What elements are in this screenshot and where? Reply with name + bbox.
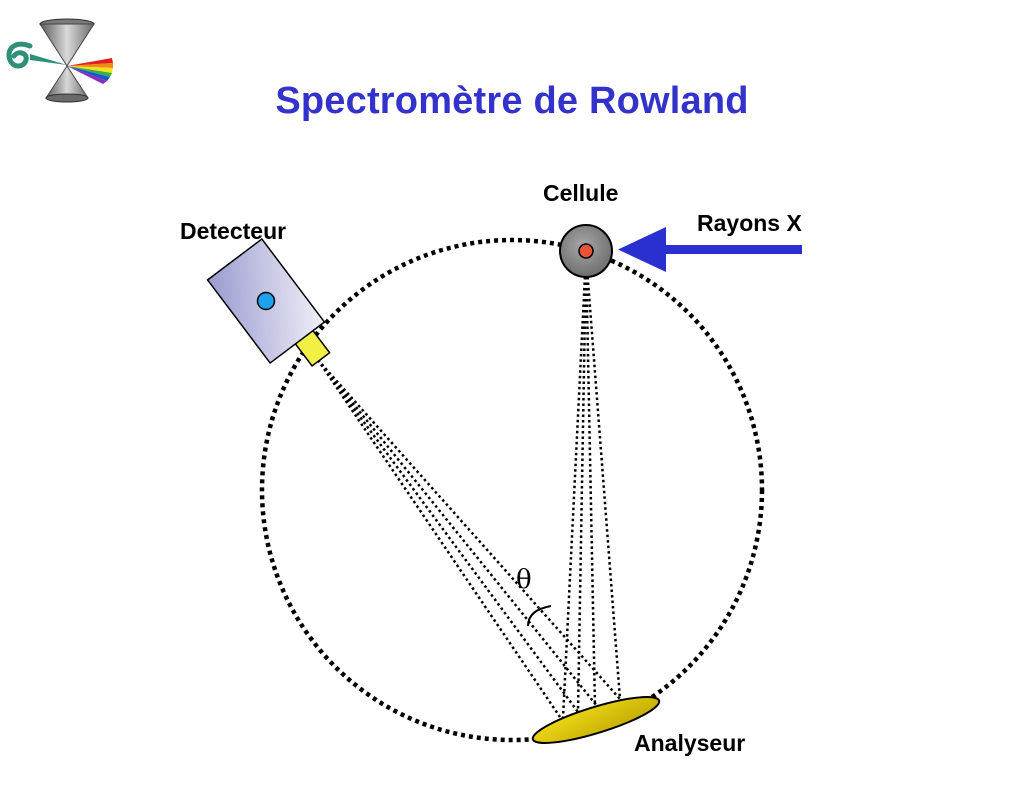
- ray-cell-2: [576, 254, 588, 713]
- ray-det-2: [316, 359, 580, 713]
- logo-icon: [6, 18, 113, 103]
- logo-sigma-glyph: [6, 41, 33, 69]
- theta-arc: [527, 605, 552, 627]
- logo-spectrum-orange: [67, 63, 113, 68]
- logo-spectrum-blue: [67, 66, 110, 81]
- logo-spectrum-yellow: [67, 66, 113, 73]
- xray-label: Rayons X: [697, 210, 802, 236]
- rays-analyzer-to-detector: [316, 359, 621, 718]
- cell-sample: [578, 243, 594, 259]
- ray-det-1: [316, 359, 562, 718]
- rays-cell-to-analyzer: [561, 254, 622, 719]
- logo-beam: [30, 54, 67, 65]
- logo-spectrum-green: [67, 66, 112, 77]
- analyzer-label: Analyseur: [634, 730, 746, 756]
- xray-arrow-shaft: [655, 245, 802, 254]
- xray-arrow-head: [618, 227, 666, 272]
- logo-bottom-ellipse: [45, 93, 89, 103]
- ray-det-4: [317, 359, 621, 700]
- slide-title: Spectromètre de Rowland: [275, 80, 749, 122]
- sample-cell: [559, 224, 613, 278]
- logo-top-cone: [39, 23, 95, 67]
- theta-symbol: θ: [516, 565, 532, 595]
- xray-arrow: [618, 227, 802, 272]
- logo-spectrum-red: [67, 58, 113, 66]
- detector: [206, 237, 331, 368]
- ray-det-3: [317, 359, 598, 707]
- logo-spectrum-violet: [67, 66, 107, 84]
- rowland-circle: [259, 237, 765, 743]
- detector-label: Detecteur: [180, 218, 287, 244]
- detector-window: [256, 291, 276, 311]
- ray-cell-3: [584, 254, 597, 708]
- analyzer-crystal: [531, 696, 661, 744]
- cell-label: Cellule: [543, 180, 619, 206]
